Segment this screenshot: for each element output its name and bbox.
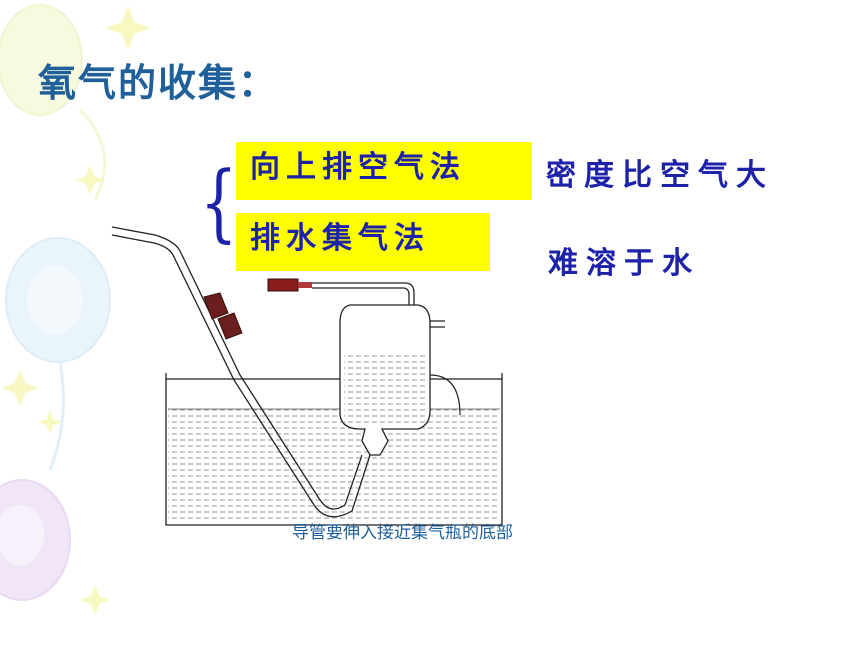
caption-note: 导管要伸入接近集气瓶的底部	[292, 523, 513, 543]
rubber-connector	[203, 292, 243, 340]
collecting-bottle	[339, 304, 461, 456]
delivery-tube	[111, 226, 371, 518]
gas-collection-apparatus	[111, 226, 503, 526]
brace-icon: {	[200, 153, 238, 251]
slide-title: 氧气的收集：	[38, 61, 279, 105]
method-water-displacement: 排水集气法	[236, 213, 490, 271]
method-upward-air-displacement: 向上排空气法	[236, 142, 532, 200]
sparkle-decoration	[2, 5, 151, 615]
reason-insoluble: 难溶于水	[548, 246, 700, 281]
upper-tube	[267, 278, 415, 305]
reason-density: 密度比空气大	[546, 158, 774, 193]
water-body	[168, 409, 500, 523]
